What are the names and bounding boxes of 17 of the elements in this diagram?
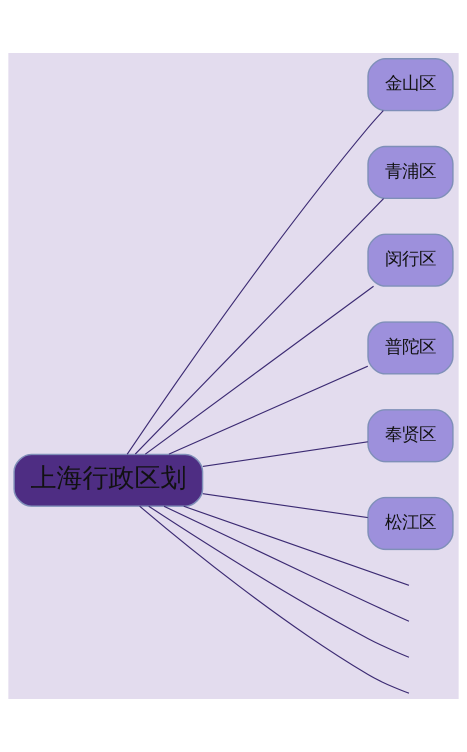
node-box: 金山区 xyxy=(367,58,454,112)
connector xyxy=(148,506,410,658)
node-box: 普陀区 xyxy=(367,321,454,375)
connector xyxy=(184,506,410,586)
connector xyxy=(202,493,368,518)
connector xyxy=(168,366,368,455)
connector xyxy=(139,506,410,694)
node-box: 闵行区 xyxy=(367,234,454,287)
node-box: 松江区 xyxy=(367,496,454,550)
connector xyxy=(202,441,368,467)
connector xyxy=(134,198,384,454)
node-box: 青浦区 xyxy=(367,146,454,200)
connector xyxy=(126,110,384,455)
connector xyxy=(164,506,410,622)
node-box: 奉贤区 xyxy=(367,409,454,462)
node-box: 上海行政区划 xyxy=(13,454,204,507)
connector xyxy=(144,286,374,455)
